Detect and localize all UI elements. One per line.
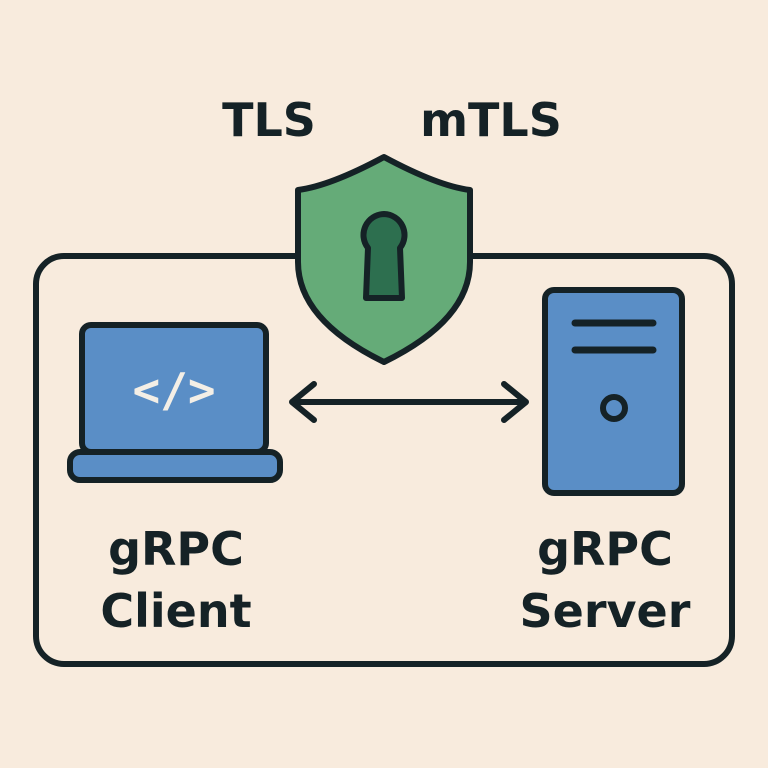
keyhole-glyph (360, 211, 408, 301)
server-tower-icon (542, 287, 685, 496)
server-label-line1: gRPC (537, 522, 673, 576)
laptop-base (67, 449, 283, 483)
bidirectional-arrow-icon (289, 381, 529, 423)
code-glyph: </> (132, 363, 215, 417)
server-body (542, 287, 685, 496)
shield-keyhole-icon (295, 154, 473, 365)
server-power-button (600, 394, 628, 422)
arrow-head-left (289, 381, 317, 423)
laptop-code-icon: </> (67, 322, 283, 483)
server-label-line2: Server (520, 584, 691, 638)
mtls-label: mTLS (420, 93, 562, 147)
tls-label: TLS (222, 93, 316, 147)
client-label-line2: Client (100, 584, 251, 638)
client-label-line1: gRPC (108, 522, 244, 576)
arrow-head-right (501, 381, 529, 423)
